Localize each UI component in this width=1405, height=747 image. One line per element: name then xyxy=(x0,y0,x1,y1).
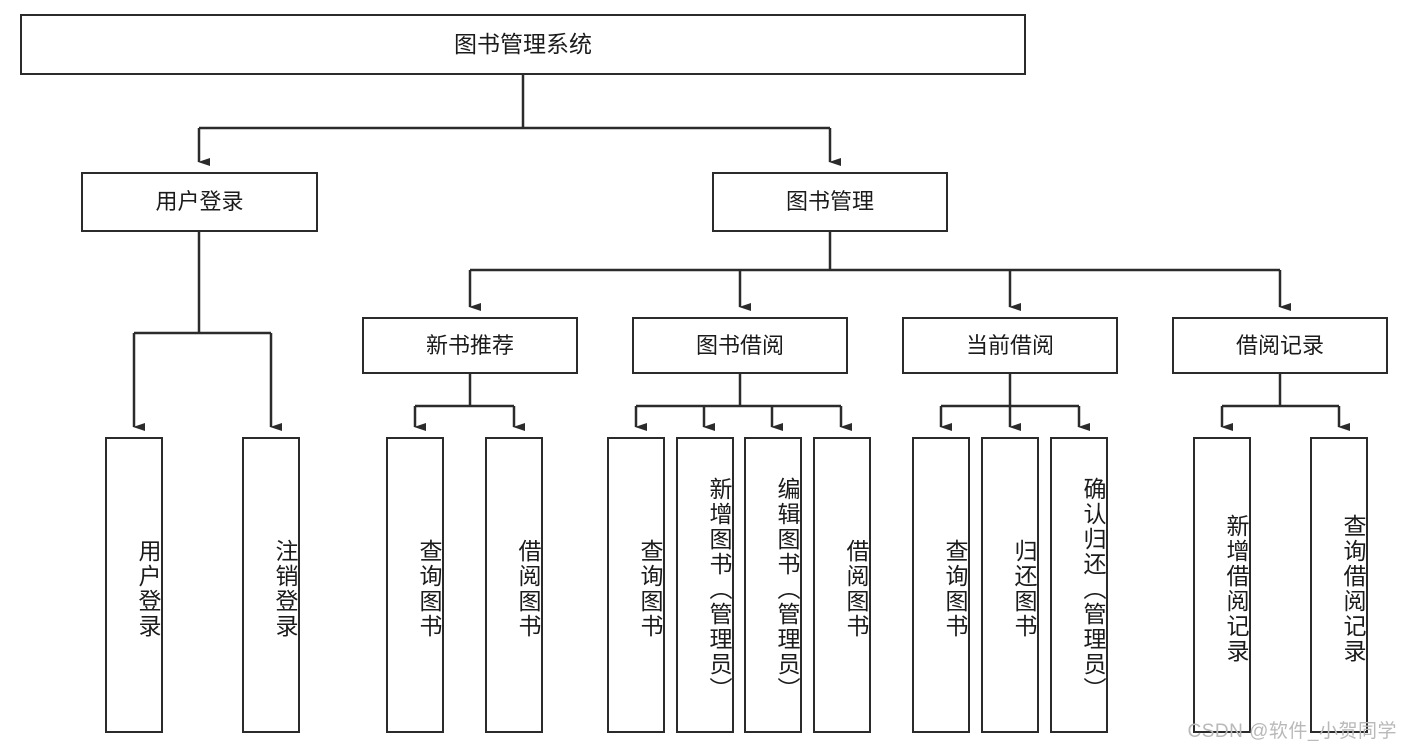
node-label: 查询图书 xyxy=(416,539,442,639)
node-label: 查询图书 xyxy=(942,539,968,639)
node-label: 借阅记录 xyxy=(1235,332,1324,358)
leaf-user-login[interactable]: 用户登录 xyxy=(105,437,163,733)
leaf-borrow-book-recommend[interactable]: 借阅图书 xyxy=(485,437,543,733)
node-label: 图书管理 xyxy=(785,189,874,215)
node-label: 编辑图书（管理员） xyxy=(774,476,800,702)
leaf-edit-book-admin[interactable]: 编辑图书（管理员） xyxy=(744,437,802,733)
node-book-borrow[interactable]: 图书借阅 xyxy=(632,317,848,374)
node-label: 新书推荐 xyxy=(425,332,514,358)
node-borrow-record[interactable]: 借阅记录 xyxy=(1172,317,1388,374)
node-new-book-recommend[interactable]: 新书推荐 xyxy=(362,317,578,374)
node-label: 用户登录 xyxy=(135,539,161,639)
leaf-borrow-book-borrow[interactable]: 借阅图书 xyxy=(813,437,871,733)
node-label: 归还图书 xyxy=(1011,539,1037,639)
node-label: 查询借阅记录 xyxy=(1340,514,1366,664)
node-label: 借阅图书 xyxy=(843,539,869,639)
node-label: 注销登录 xyxy=(272,539,298,639)
leaf-return-book[interactable]: 归还图书 xyxy=(981,437,1039,733)
node-label: 图书管理系统 xyxy=(454,30,592,57)
node-label: 新增图书（管理员） xyxy=(706,476,732,702)
leaf-query-book-current[interactable]: 查询图书 xyxy=(912,437,970,733)
node-current-borrow[interactable]: 当前借阅 xyxy=(902,317,1118,374)
leaf-query-borrow-record[interactable]: 查询借阅记录 xyxy=(1310,437,1368,733)
leaf-query-book-borrow[interactable]: 查询图书 xyxy=(607,437,665,733)
leaf-logout-login[interactable]: 注销登录 xyxy=(242,437,300,733)
node-label: 查询图书 xyxy=(637,539,663,639)
node-root-system[interactable]: 图书管理系统 xyxy=(20,14,1026,75)
node-label: 新增借阅记录 xyxy=(1223,514,1249,664)
node-label: 图书借阅 xyxy=(695,332,784,358)
leaf-confirm-return-admin[interactable]: 确认归还（管理员） xyxy=(1050,437,1108,733)
node-label: 借阅图书 xyxy=(515,539,541,639)
watermark-text: CSDN @软件_小贺同学 xyxy=(1187,721,1397,742)
leaf-add-borrow-record[interactable]: 新增借阅记录 xyxy=(1193,437,1251,733)
node-label: 确认归还（管理员） xyxy=(1080,476,1106,702)
leaf-add-book-admin[interactable]: 新增图书（管理员） xyxy=(676,437,734,733)
node-label: 用户登录 xyxy=(155,189,244,215)
node-label: 当前借阅 xyxy=(965,332,1054,358)
leaf-query-book-recommend[interactable]: 查询图书 xyxy=(386,437,444,733)
node-book-management[interactable]: 图书管理 xyxy=(712,172,948,232)
node-user-login[interactable]: 用户登录 xyxy=(81,172,318,232)
